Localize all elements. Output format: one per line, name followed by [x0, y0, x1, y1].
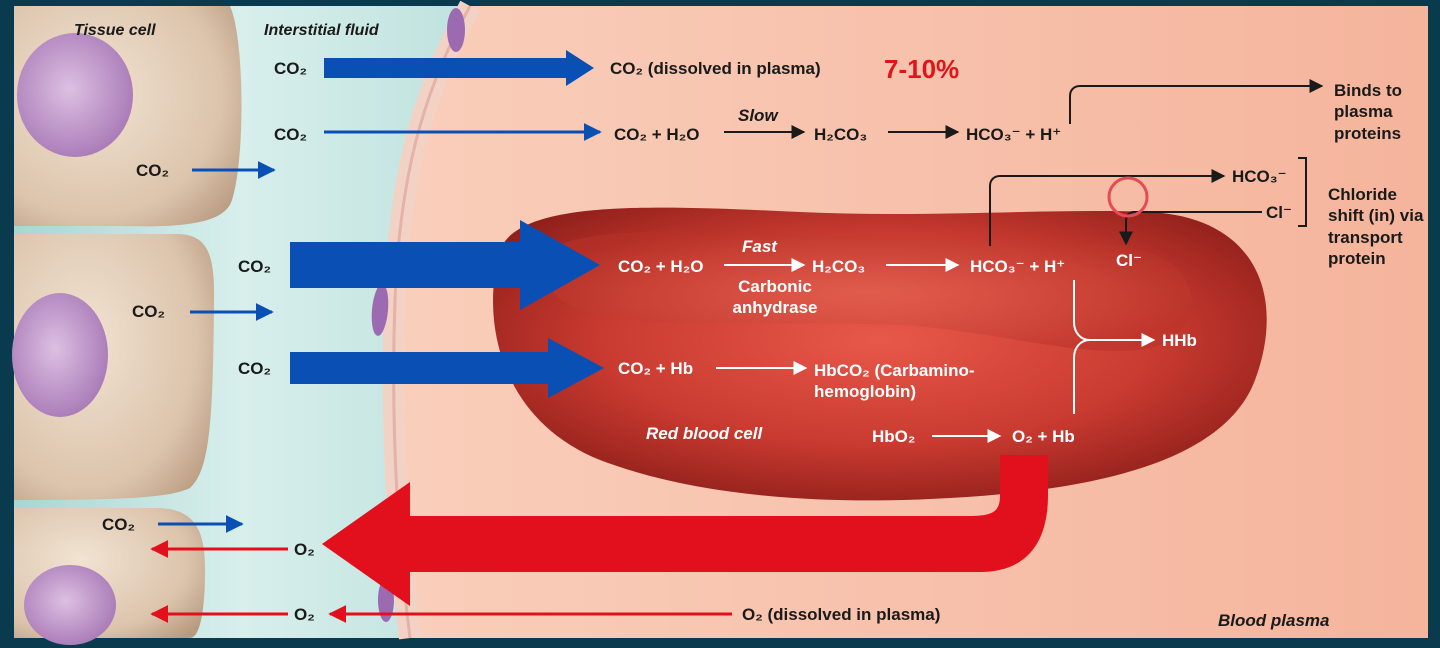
rbc-products-label: HCO₃⁻ + H⁺: [970, 257, 1066, 276]
rbc-reactants-label: CO₂ + H₂O: [618, 257, 704, 276]
endothelial-nucleus: [447, 8, 465, 52]
carbaminohemoglobin-label: HbCO₂ (Carbamino-hemoglobin): [814, 361, 975, 402]
plasma-products-label: HCO₃⁻ + H⁺: [966, 125, 1062, 144]
co2-dissolved-label: CO₂ (dissolved in plasma): [610, 59, 821, 78]
co2-source-label: CO₂: [274, 59, 308, 78]
co2-source-label: CO₂: [274, 125, 308, 144]
o2-label: O₂: [294, 605, 315, 624]
bicarbonate-out-arrow: [989, 169, 1226, 246]
binds-proteins-arrow: [1069, 79, 1324, 124]
co2-source-label: CO₂: [238, 359, 272, 378]
carbamino-reactants-label: CO₂ + Hb: [618, 359, 694, 378]
co2-tissue-label: CO₂: [132, 302, 166, 321]
binds-proteins-label: Binds to plasma proteins: [1334, 81, 1402, 143]
co2-source-label: CO₂: [238, 257, 272, 276]
co2-rbc-arrow: [290, 220, 600, 310]
interstitial-fluid-label: Interstitial fluid: [264, 22, 379, 39]
transport-protein: [1107, 176, 1149, 218]
blood-plasma-label: Blood plasma: [1218, 611, 1330, 630]
fast-rate-label: Fast: [742, 237, 777, 256]
tissue-cell-label: Tissue cell: [74, 22, 156, 39]
co2-tissue-label: CO₂: [136, 161, 170, 180]
bicarbonate-out-label: HCO₃⁻: [1232, 167, 1287, 186]
cell-nucleus: [12, 293, 108, 417]
o2-label: O₂: [294, 540, 315, 559]
o2-release-arrow: [322, 455, 1048, 606]
carbonic-anhydrase-label: Carbonic anhydrase: [732, 277, 818, 318]
endothelial-nucleus: [371, 284, 389, 336]
co2-dissolved-arrow: [324, 50, 594, 86]
oxyhemoglobin-label: HbO₂: [872, 427, 916, 446]
co2-carbamino-arrow: [290, 338, 604, 398]
chloride-shift-caption: Chloride shift (in) via transport protei…: [1328, 185, 1424, 268]
plasma-carbonic-acid-label: H₂CO₃: [814, 125, 868, 144]
deoxyhemoglobin-label: HHb: [1162, 331, 1197, 350]
o2-hb-label: O₂ + Hb: [1012, 427, 1075, 446]
co2-tissue-label: CO₂: [102, 515, 136, 534]
chloride-in-label: Cl⁻: [1266, 203, 1292, 222]
plasma-reactants-label: CO₂ + H₂O: [614, 125, 700, 144]
rbc-chloride-label: Cl⁻: [1116, 251, 1142, 270]
cell-nucleus: [17, 33, 133, 157]
chloride-shift-bracket: [1298, 157, 1307, 227]
dissolved-percent-label: 7-10%: [884, 54, 960, 84]
o2-dissolved-label: O₂ (dissolved in plasma): [742, 605, 941, 624]
slow-rate-label: Slow: [738, 106, 778, 125]
cell-nucleus: [24, 565, 116, 645]
rbc-carbonic-acid-label: H₂CO₃: [812, 257, 866, 276]
red-blood-cell-label: Red blood cell: [646, 424, 763, 443]
